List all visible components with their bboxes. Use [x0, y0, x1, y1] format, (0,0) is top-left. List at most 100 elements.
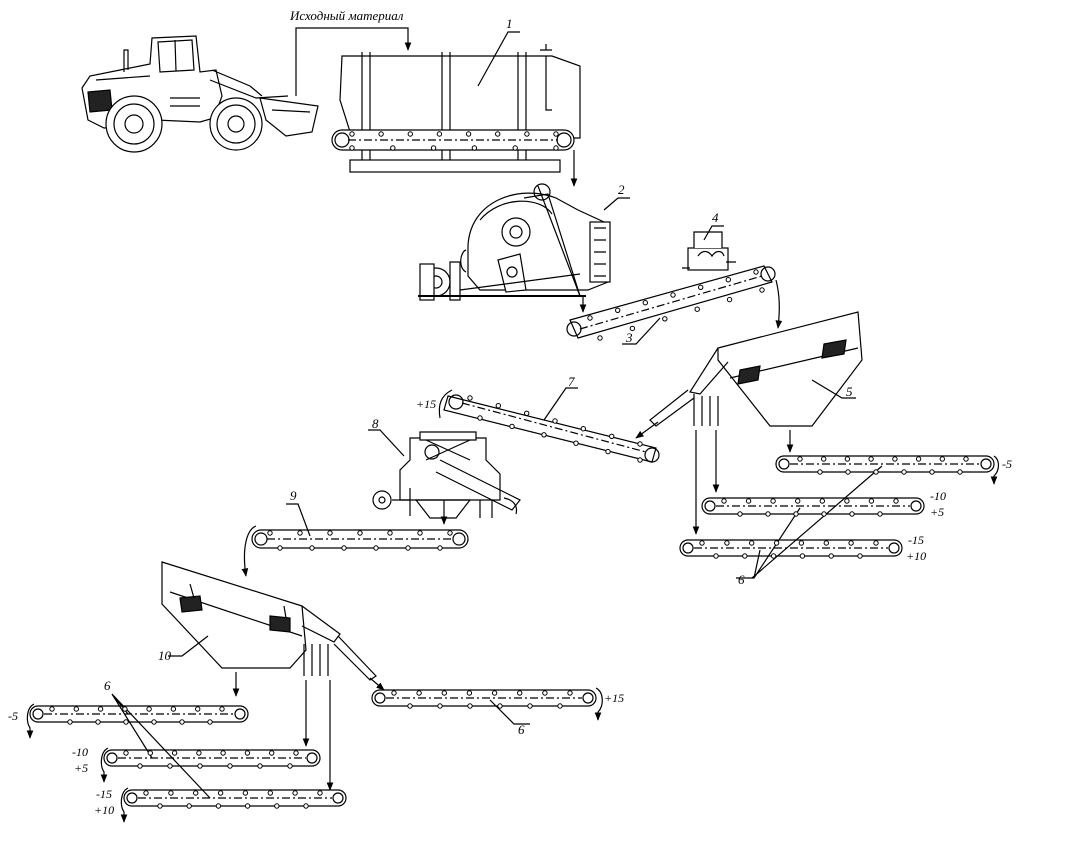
idler-roller	[553, 145, 559, 151]
idler-roller	[349, 131, 355, 137]
idler-roller	[168, 790, 174, 796]
callout-3: 3	[625, 330, 633, 345]
idler-roller	[737, 511, 743, 517]
idler-roller	[699, 540, 705, 546]
idler-roller	[726, 296, 733, 303]
idler-roller	[609, 433, 615, 439]
conveyor-l2	[100, 747, 321, 783]
hopper-feeder	[331, 44, 581, 173]
idler-roller	[143, 790, 149, 796]
conveyor-rollers	[49, 131, 969, 809]
leader-7	[543, 387, 578, 421]
idler-roller	[745, 498, 752, 504]
idler-roller	[798, 540, 805, 546]
idler-roller	[848, 540, 854, 546]
idler-roller	[765, 511, 771, 517]
leader-9	[286, 503, 311, 537]
screen-left	[161, 561, 377, 681]
idler-roller	[242, 790, 249, 796]
idler-roller	[637, 457, 643, 463]
idler-roller	[615, 307, 621, 313]
idler-roller	[821, 456, 827, 462]
conveyor-b1	[371, 687, 603, 721]
idler-roller	[524, 131, 530, 137]
conveyor-r2	[701, 497, 925, 515]
feed-leader	[295, 27, 412, 96]
idler-roller	[137, 763, 143, 769]
idler-roller	[662, 316, 668, 322]
idler-roller	[819, 498, 825, 504]
idler-roller	[277, 545, 283, 551]
idler-roller	[497, 703, 503, 709]
conveyor-l3	[120, 787, 347, 823]
idler-roller	[297, 530, 303, 536]
idler-roller	[387, 530, 393, 536]
idler-roller	[466, 690, 473, 696]
idler-roller	[49, 706, 55, 712]
idler-roller	[157, 803, 163, 809]
conv7-return-arc	[438, 389, 453, 419]
idler-roller	[823, 540, 829, 546]
idler-roller	[597, 335, 603, 341]
idler-roller	[893, 498, 899, 504]
s10-out-d	[369, 677, 385, 691]
idler-roller	[195, 706, 201, 712]
idler-roller	[541, 432, 547, 438]
idler-roller	[293, 750, 299, 756]
idler-roller	[244, 750, 251, 756]
idler-roller	[963, 456, 969, 462]
idler-roller	[637, 441, 643, 447]
idler-roller	[849, 511, 855, 517]
callout-8: 8	[372, 416, 379, 431]
leader-6-bottom	[489, 699, 530, 725]
idler-roller	[901, 469, 907, 475]
idler-roller	[170, 706, 177, 712]
idler-roller	[868, 456, 874, 462]
idler-roller	[378, 131, 384, 137]
callout-9: 9	[290, 488, 297, 503]
idler-roller	[580, 426, 586, 432]
idler-roller	[193, 790, 199, 796]
wheel-loader	[81, 35, 319, 153]
fraction-r-plus10: +10	[906, 549, 926, 563]
idler-roller	[524, 410, 530, 416]
cone-crusher	[372, 431, 521, 519]
callout-7: 7	[568, 374, 575, 389]
idler-roller	[873, 540, 879, 546]
leader-4	[703, 225, 724, 241]
idler-roller	[167, 763, 173, 769]
fraction-l-plus10: +10	[94, 803, 114, 817]
idler-roller	[465, 131, 472, 137]
idler-roller	[517, 690, 523, 696]
fraction-l-minus15: -15	[96, 787, 112, 801]
idler-roller	[267, 530, 273, 536]
fraction-r-plus5: +5	[930, 505, 944, 519]
idler-roller	[605, 448, 611, 455]
idler-roller	[567, 690, 573, 696]
chute-3-5	[775, 279, 783, 329]
idler-roller	[477, 415, 483, 421]
idler-roller	[587, 315, 593, 321]
fraction-r-minus10: -10	[930, 489, 946, 503]
idler-roller	[171, 750, 178, 756]
idler-roller	[257, 763, 263, 769]
idler-roller	[542, 690, 548, 696]
idler-roller	[217, 790, 224, 796]
idler-roller	[491, 690, 498, 696]
idler-roller	[868, 498, 875, 504]
idler-roller	[327, 530, 333, 536]
idler-roller	[437, 703, 443, 709]
leader-10	[168, 635, 209, 657]
idler-roller	[220, 750, 226, 756]
callout-4: 4	[712, 210, 719, 225]
idler-roller	[244, 803, 251, 809]
conveyor-9	[251, 529, 469, 549]
idler-roller	[219, 706, 225, 712]
fraction-c7-plus15: +15	[416, 397, 436, 411]
callout-6-left: 6	[104, 678, 111, 693]
idler-roller	[821, 511, 827, 517]
idler-roller	[197, 763, 203, 769]
idler-roller	[179, 719, 185, 725]
fraction-b-plus15: +15	[604, 691, 624, 705]
idler-roller	[407, 131, 413, 137]
